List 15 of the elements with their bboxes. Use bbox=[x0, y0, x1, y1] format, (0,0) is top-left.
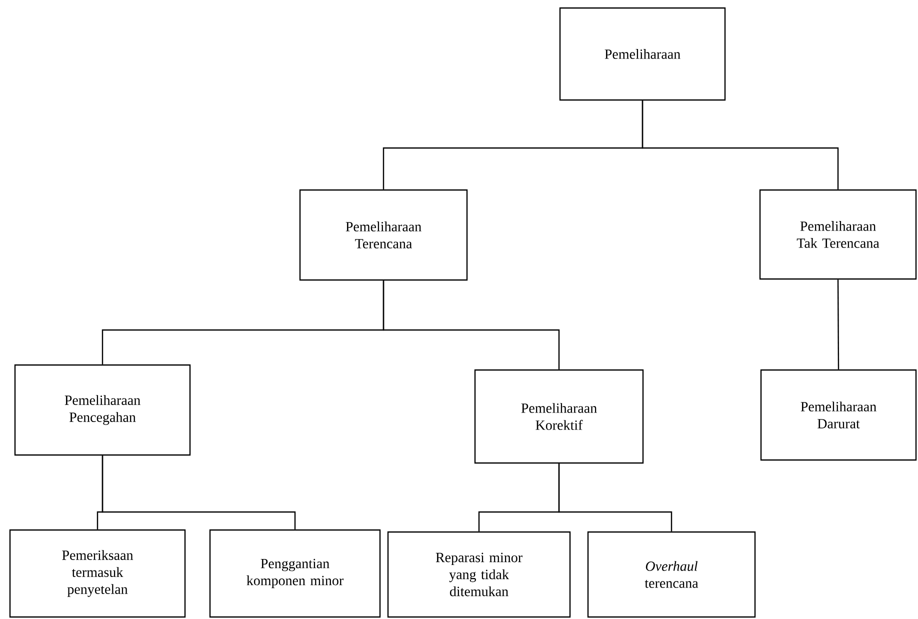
connector-line bbox=[558, 464, 672, 532]
category-box: Pemeliharaan Tak Terencana bbox=[759, 189, 917, 280]
category-box: Pemeliharaan Korektif bbox=[474, 369, 644, 464]
category-box: Reparasi minor yang tidak ditemukan bbox=[387, 531, 571, 618]
category-box: Penggantian komponen minor bbox=[209, 529, 381, 618]
category-box: Pemeliharaan Pencegahan bbox=[14, 364, 191, 456]
category-box: Pemeliharaan Darurat bbox=[760, 369, 917, 461]
category-box: Overhaul terencana bbox=[587, 531, 756, 618]
connector-line bbox=[382, 280, 560, 370]
category-box: Pemeriksaan termasuk penyetelan bbox=[9, 529, 186, 618]
category-box: Pemeliharaan bbox=[559, 7, 726, 101]
connector-line bbox=[102, 456, 296, 530]
category-box: Pemeliharaan Terencana bbox=[299, 189, 468, 281]
connector-line bbox=[837, 280, 840, 370]
connector-line bbox=[642, 100, 839, 190]
